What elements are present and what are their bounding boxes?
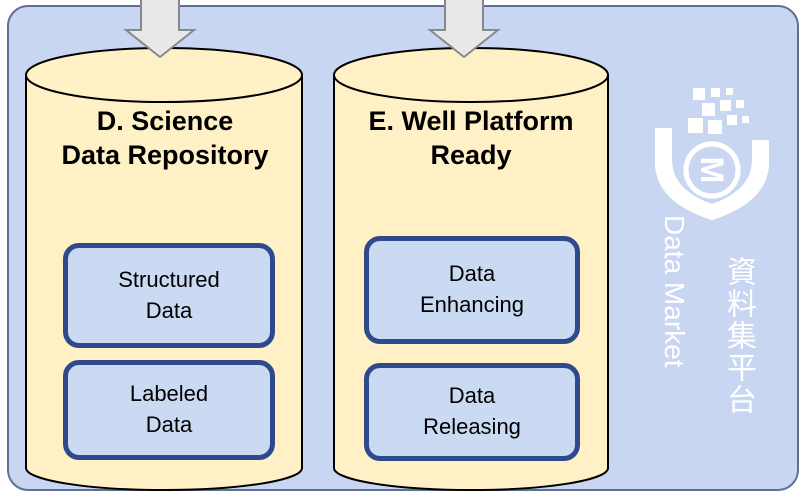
box-label-line2: Releasing: [423, 414, 521, 439]
right-cylinder-title: E. Well Platform Ready: [340, 105, 602, 173]
box-label-line2: Data: [145, 297, 193, 323]
structured-data-box: Structured Data: [63, 243, 275, 348]
brand-chinese-text: 資料集平台: [721, 256, 756, 416]
left-title-line2: Data Repository: [61, 139, 269, 170]
left-cylinder-title: D. Science Data Repository: [40, 105, 290, 173]
box-label-line1: Data: [448, 261, 496, 287]
labeled-data-box: Labeled Data: [63, 360, 275, 460]
right-title-line2: Ready: [430, 139, 512, 170]
logo-letter: M: [694, 156, 730, 184]
left-title-line1: D. Science: [96, 106, 234, 136]
box-label-line1: Labeled: [129, 381, 209, 407]
box-label-line1: Data: [448, 383, 496, 409]
data-releasing-box: Data Releasing: [364, 363, 580, 461]
box-label-line2: Enhancing: [420, 292, 524, 317]
box-label-line1: Structured: [118, 266, 220, 292]
right-title-line1: E. Well Platform: [368, 106, 574, 136]
right-down-arrow: [427, 0, 501, 59]
data-enhancing-box: Data Enhancing: [364, 236, 580, 344]
brand-english-text: Data Market: [659, 215, 690, 368]
box-label-line2: Data: [145, 412, 193, 437]
left-down-arrow: [123, 0, 197, 59]
